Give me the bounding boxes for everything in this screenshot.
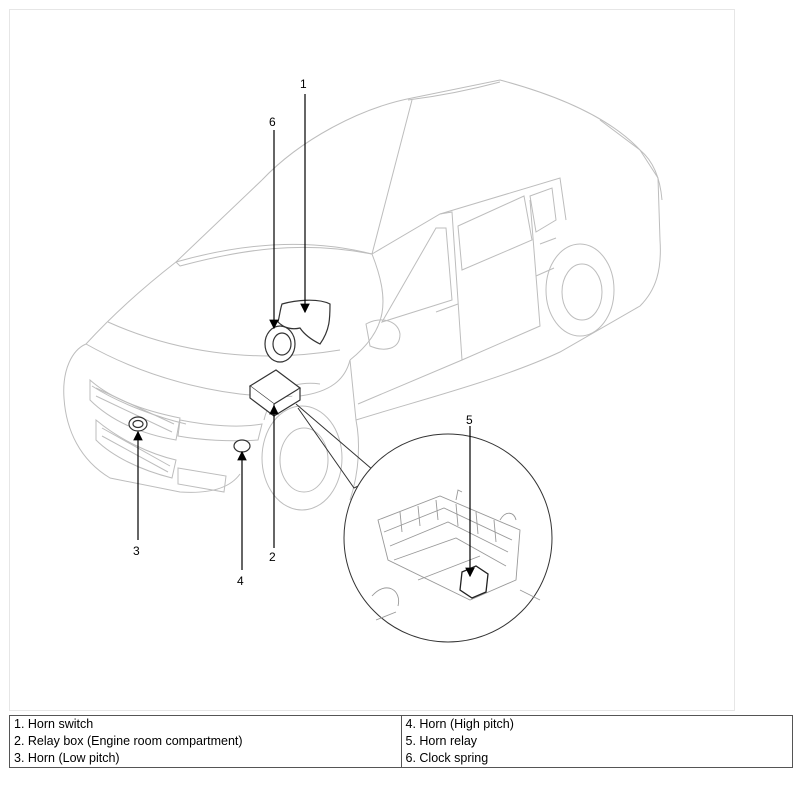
- callout-2: 2: [269, 550, 276, 564]
- horn-high-pitch-icon: [233, 439, 251, 453]
- callout-1: 1: [300, 77, 307, 91]
- horn-system-diagram: 1 6 5 3 2 4: [63, 77, 663, 643]
- legend-table: 1. Horn switch 2. Relay box (Engine room…: [9, 715, 793, 768]
- legend-item: 5. Horn relay: [405, 734, 478, 748]
- car-outline: [63, 79, 663, 511]
- legend-item: 3. Horn (Low pitch): [14, 751, 120, 765]
- callout-4: 4: [237, 574, 244, 588]
- relay-detail-callout: [295, 403, 553, 643]
- leader-lines: [133, 94, 475, 578]
- legend-item: 4. Horn (High pitch): [405, 717, 514, 731]
- relay-box-icon: [248, 369, 302, 418]
- callout-3: 3: [133, 544, 140, 558]
- legend-item: 2. Relay box (Engine room compartment): [14, 734, 243, 748]
- callout-5: 5: [466, 413, 473, 427]
- legend-right-column: 4. Horn (High pitch) 5. Horn relay 6. Cl…: [400, 715, 793, 768]
- horn-relay-icon: [459, 565, 489, 599]
- horn-low-pitch-icon: [128, 416, 148, 432]
- legend-left-column: 1. Horn switch 2. Relay box (Engine room…: [9, 715, 402, 768]
- legend-item: 6. Clock spring: [405, 751, 489, 765]
- legend-item: 1. Horn switch: [14, 717, 94, 731]
- clock-spring-icon: [264, 325, 296, 363]
- callout-6: 6: [269, 115, 276, 129]
